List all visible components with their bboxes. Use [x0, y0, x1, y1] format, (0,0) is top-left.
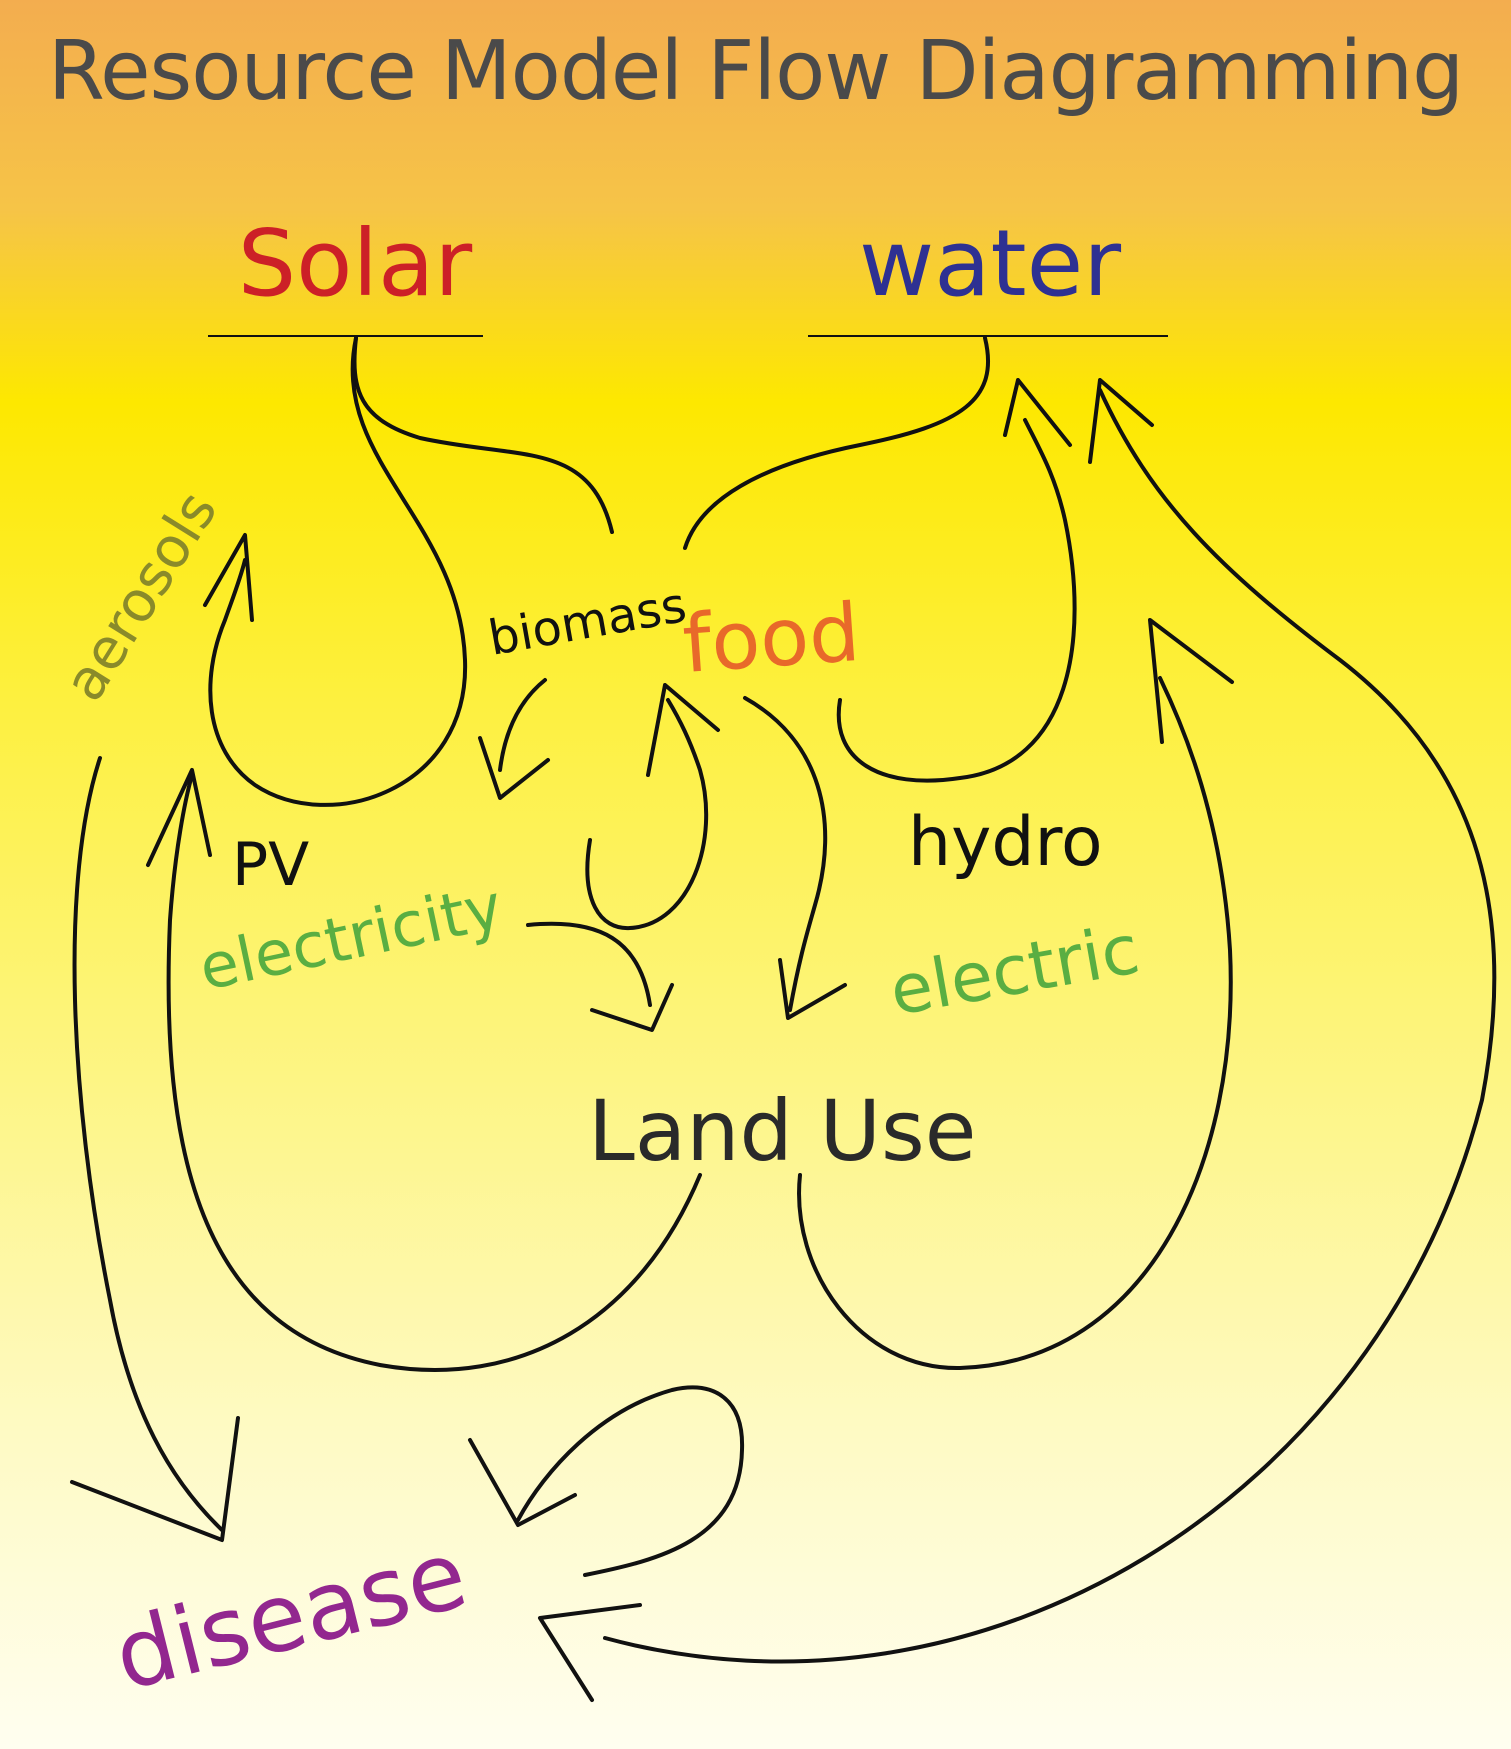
arrow-aerosols-to-disease-head: [70, 1416, 240, 1542]
arrow-hydro-to-water: [836, 418, 1077, 783]
arrow-solar-to-biomass: [352, 336, 614, 534]
pv-label: PV: [232, 830, 309, 900]
arrow-landuse-to-water-head: [1148, 618, 1234, 744]
page-title: Resource Model Flow Diagramming: [47, 24, 1464, 119]
arrow-biomass-to-electricity: [498, 678, 547, 772]
arrow-disease-inbound-head: [538, 1603, 642, 1702]
arrow-electricity-to-landuse: [526, 921, 652, 1007]
arrow-solar-to-pv-head: [203, 533, 254, 622]
hydro-label: hydro: [908, 803, 1103, 882]
aerosols-label: aerosols: [52, 480, 231, 712]
arrow-solar-to-pv: [208, 336, 468, 807]
land-use-label: Land Use: [588, 1082, 976, 1180]
arrow-hydro-to-water-head: [1003, 378, 1072, 447]
arrow-disease-loop: [516, 1385, 745, 1577]
arrow-landuse-to-food-head: [646, 683, 720, 777]
arrow-disease-to-water: [603, 388, 1497, 1664]
arrow-aerosols-to-disease: [72, 756, 224, 1532]
water-label: water: [859, 210, 1121, 317]
arrow-disease-loop-head: [468, 1438, 577, 1527]
biomass-label: biomass: [484, 577, 690, 667]
arrow-disease-to-water-head: [1088, 378, 1154, 464]
disease-label: disease: [104, 1520, 477, 1712]
arrow-food-to-landuse: [743, 696, 828, 1012]
food-label: food: [680, 586, 863, 691]
arrow-food-to-landuse-head: [778, 958, 847, 1020]
hydro-electric-label: electric: [884, 910, 1145, 1031]
arrow-water-to-food: [683, 336, 991, 550]
arrow-landuse-to-pv-head: [146, 768, 212, 867]
arrow-biomass-to-electricity-head: [478, 736, 550, 800]
arrow-landuse-to-water: [797, 676, 1233, 1371]
arrow-landuse-to-food: [585, 698, 709, 931]
solar-label: Solar: [238, 210, 473, 317]
arrow-electricity-to-landuse-head: [590, 983, 674, 1032]
arrow-landuse-to-pv: [166, 773, 702, 1372]
